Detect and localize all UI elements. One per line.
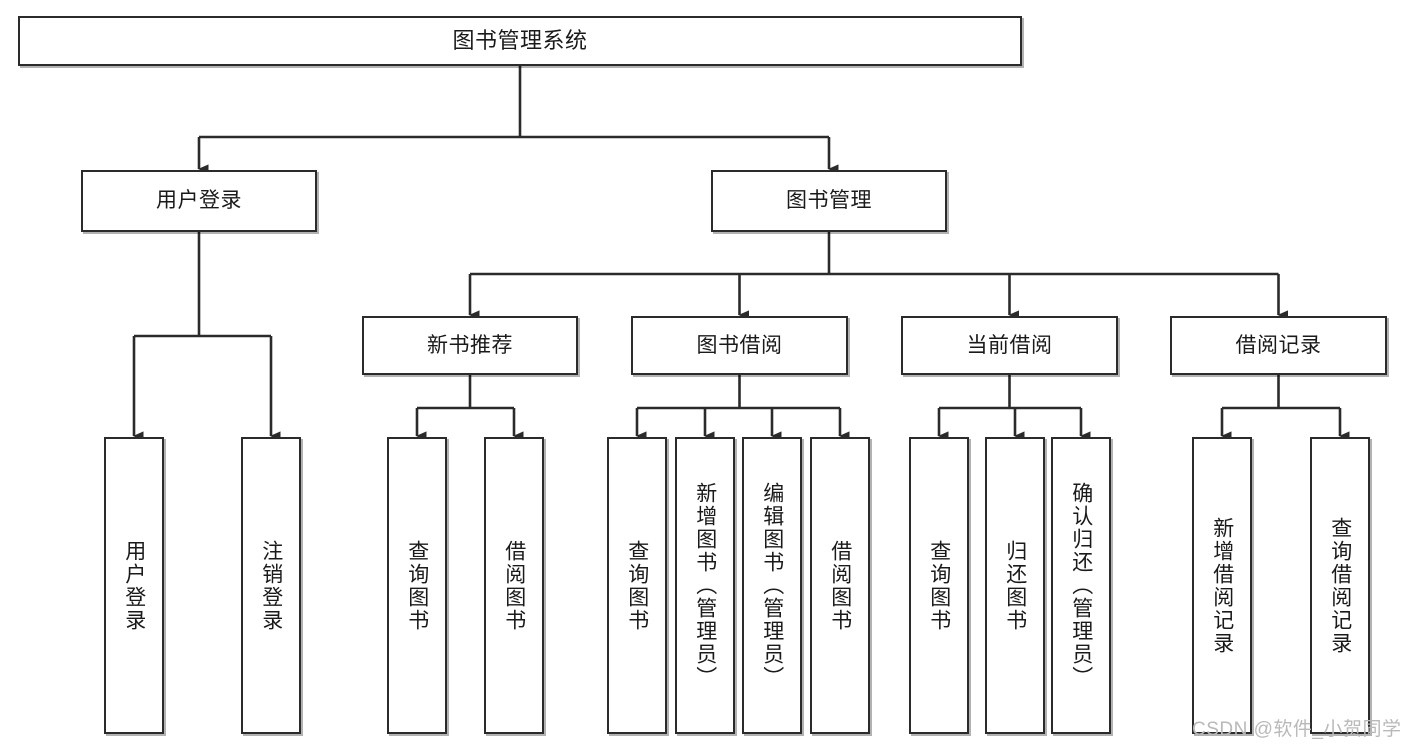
- node-label: 图书管理系统: [452, 27, 588, 53]
- node-l3-borrow[interactable]: 图书借阅: [631, 316, 848, 375]
- connector-lines: [132, 66, 1350, 441]
- node-leaf-rec-query[interactable]: 查询借阅记录: [1310, 437, 1370, 734]
- node-label: 注销登录: [259, 539, 283, 632]
- node-label: 用户登录: [122, 539, 146, 632]
- node-l2-user-login[interactable]: 用户登录: [81, 170, 317, 232]
- node-label: 新书推荐: [427, 333, 513, 357]
- node-l3-current[interactable]: 当前借阅: [901, 316, 1118, 375]
- node-leaf-cu-query[interactable]: 查询图书: [909, 437, 969, 734]
- node-l2-book-mgmt[interactable]: 图书管理: [711, 170, 947, 232]
- node-label: 图书管理: [786, 189, 872, 213]
- node-label: 新增借阅记录: [1210, 516, 1234, 655]
- node-label: 归还图书: [1003, 539, 1027, 632]
- watermark-label: CSDN @软件_小贺同学: [1192, 719, 1402, 740]
- node-l3-new-book[interactable]: 新书推荐: [362, 316, 578, 375]
- node-label: 新增图书（管理员）: [693, 482, 717, 689]
- node-leaf-cu-confirm[interactable]: 确认归还（管理员）: [1051, 437, 1111, 734]
- node-leaf-bo-add[interactable]: 新增图书（管理员）: [675, 437, 735, 734]
- node-l3-record[interactable]: 借阅记录: [1170, 316, 1387, 375]
- node-leaf-rec-add[interactable]: 新增借阅记录: [1192, 437, 1252, 734]
- node-leaf-user-logout[interactable]: 注销登录: [241, 437, 301, 734]
- node-label: 图书借阅: [696, 333, 783, 357]
- node-leaf-bo-edit[interactable]: 编辑图书（管理员）: [742, 437, 802, 734]
- node-label: 编辑图书（管理员）: [760, 482, 784, 689]
- node-label: 借阅图书: [828, 539, 852, 632]
- node-leaf-user-login[interactable]: 用户登录: [104, 437, 164, 734]
- node-leaf-bo-lend[interactable]: 借阅图书: [810, 437, 870, 734]
- node-label: 用户登录: [156, 189, 242, 213]
- node-label: 查询借阅记录: [1328, 516, 1352, 655]
- node-leaf-bo-query[interactable]: 查询图书: [607, 437, 667, 734]
- node-leaf-nb-query[interactable]: 查询图书: [387, 437, 447, 734]
- node-label: 借阅图书: [502, 539, 526, 632]
- node-label: 确认归还（管理员）: [1069, 482, 1093, 689]
- node-leaf-cu-return[interactable]: 归还图书: [985, 437, 1045, 734]
- node-leaf-nb-borrow[interactable]: 借阅图书: [484, 437, 544, 734]
- node-label: 查询图书: [405, 539, 429, 632]
- node-label: 当前借阅: [966, 333, 1053, 357]
- node-label: 借阅记录: [1235, 333, 1322, 357]
- node-label: 查询图书: [625, 539, 649, 632]
- node-label: 查询图书: [927, 539, 951, 632]
- node-root[interactable]: 图书管理系统: [18, 16, 1022, 66]
